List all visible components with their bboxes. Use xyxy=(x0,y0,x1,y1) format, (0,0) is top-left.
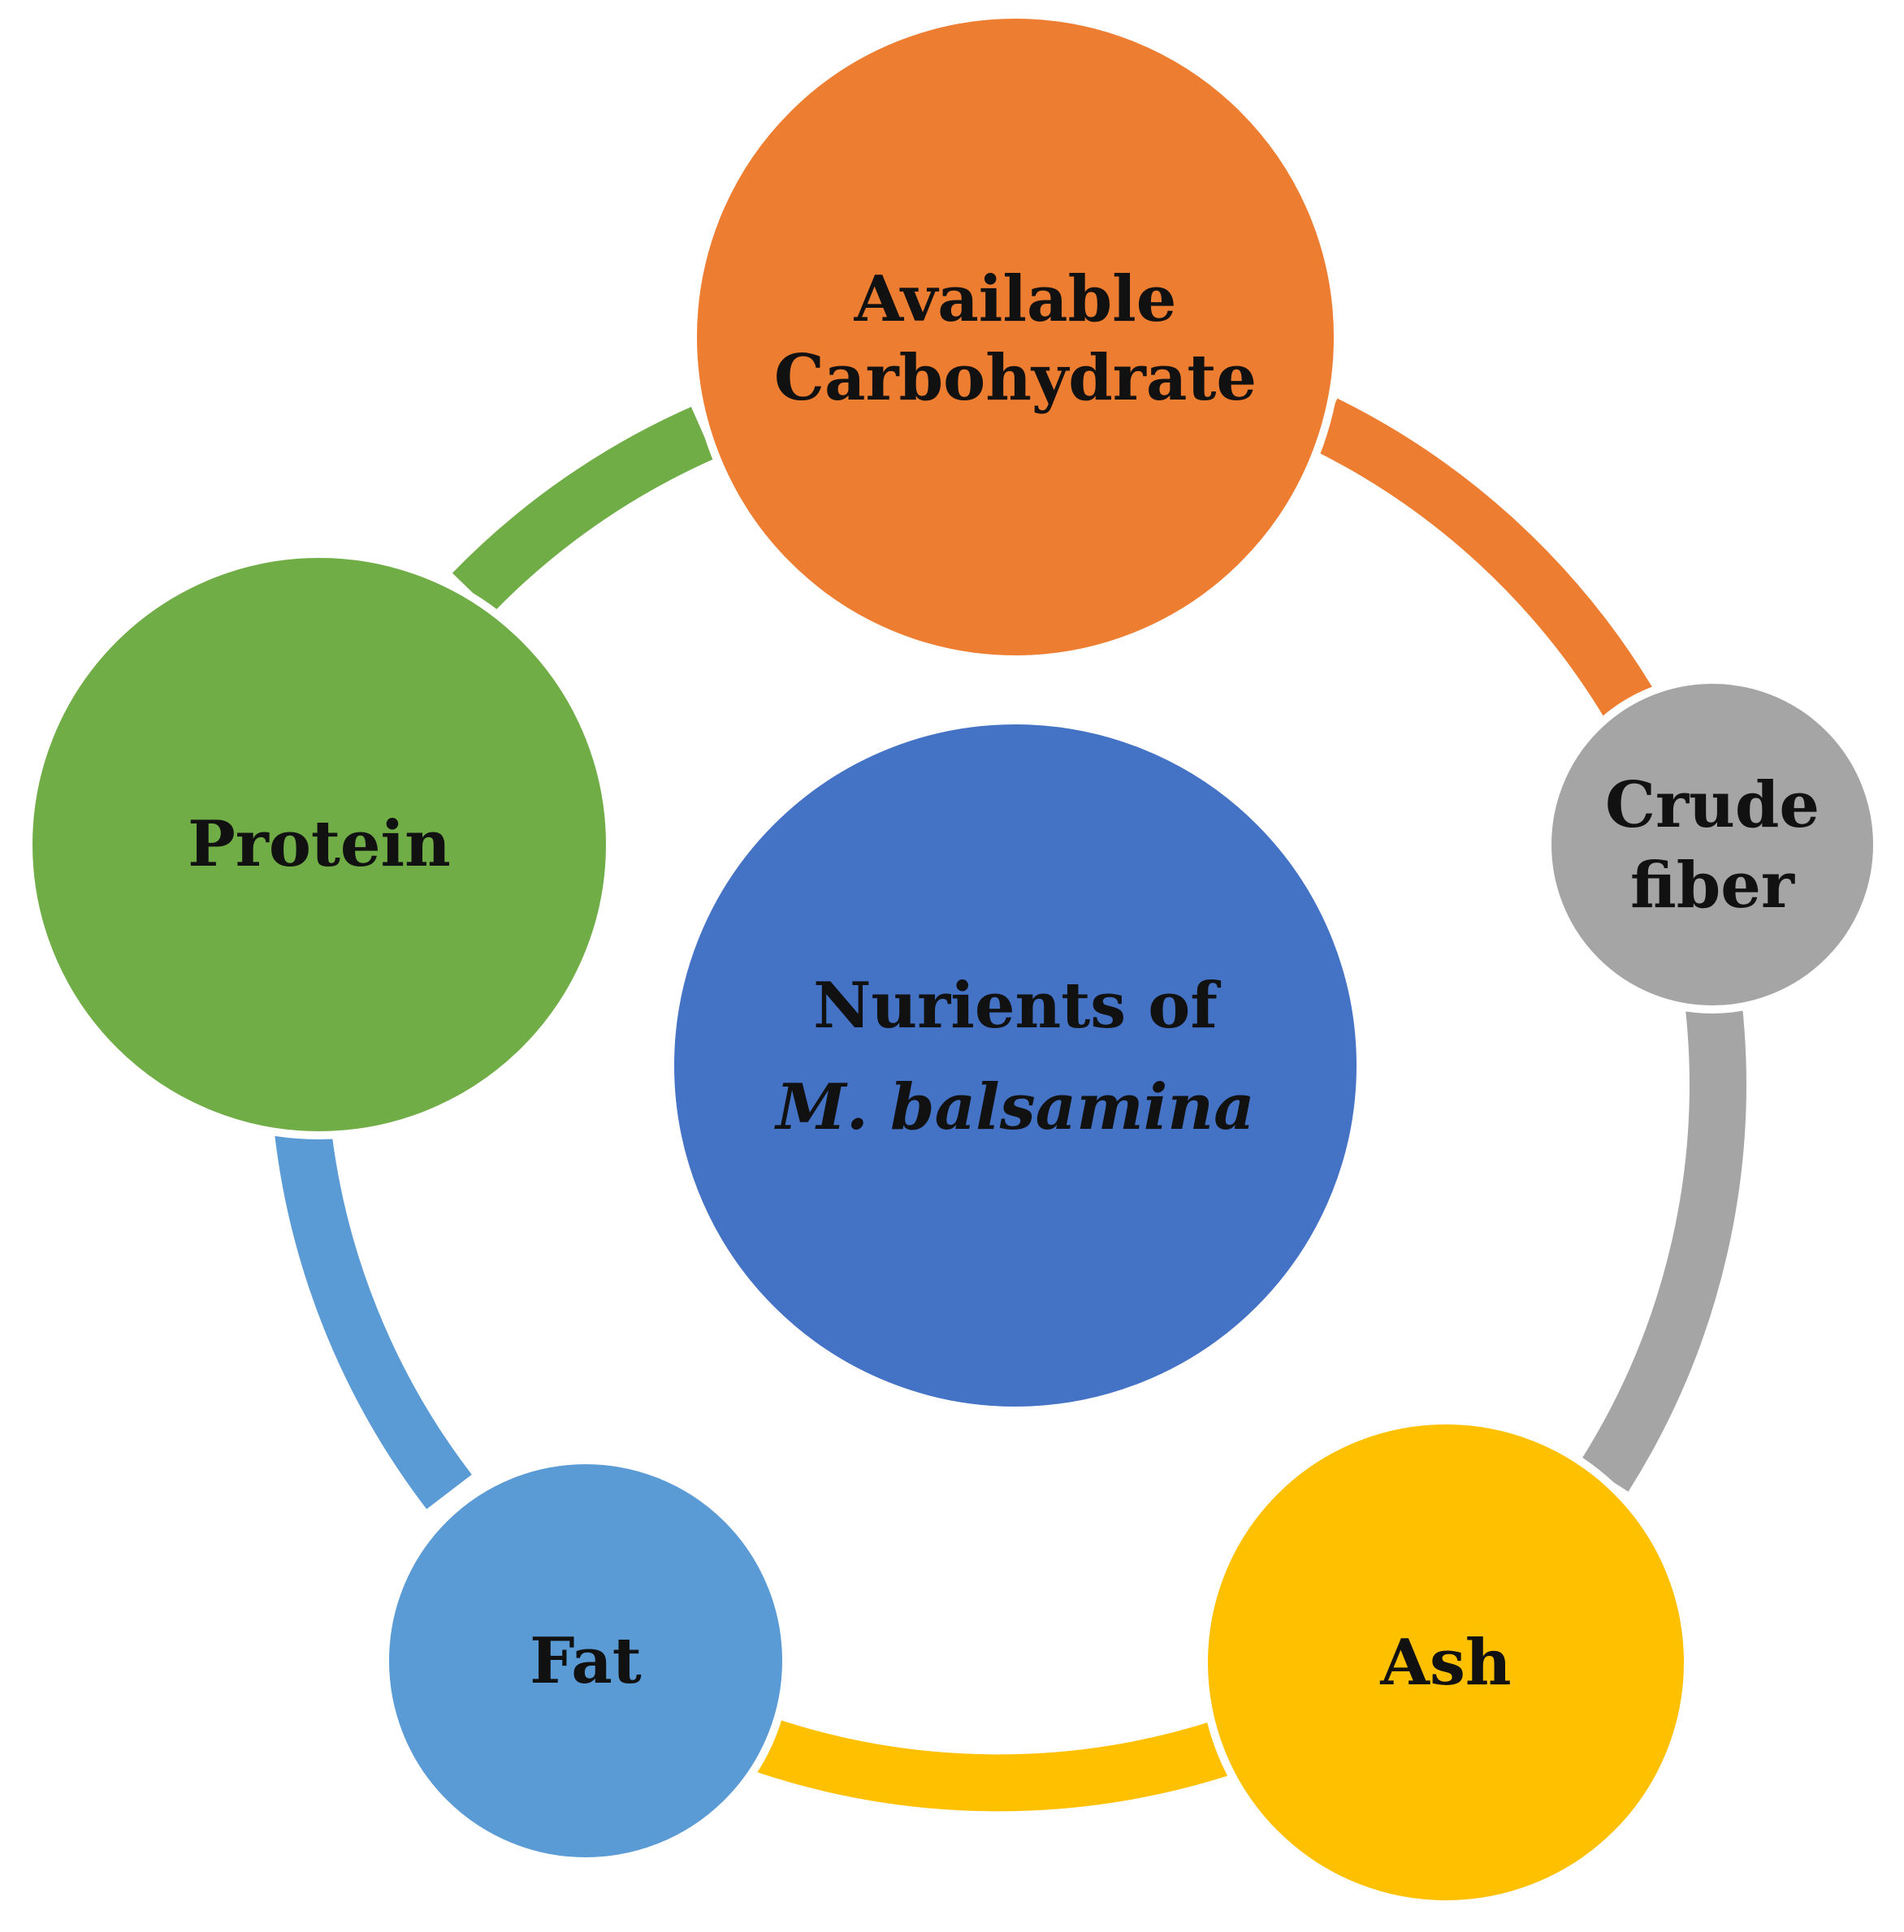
node-label-protein: Protein xyxy=(188,807,451,881)
node-circle-ash xyxy=(1200,1416,1692,1908)
center-node: Nurients of M. balsamina xyxy=(666,716,1365,1415)
node-fat: Fat xyxy=(381,1456,790,1865)
node-crude-fiber: Crude fiber xyxy=(1543,676,1881,1014)
connector-protein-carbohydrate xyxy=(452,406,715,613)
node-label-ash: Ash xyxy=(1379,1626,1511,1700)
node-label-fat: Fat xyxy=(530,1624,642,1698)
node-circle-fat xyxy=(381,1456,790,1865)
node-circle-carbohydrate xyxy=(689,11,1342,663)
center-circle xyxy=(666,716,1365,1415)
node-ash: Ash xyxy=(1200,1416,1692,1908)
node-available-carbohydrate: Available Carbohydrate xyxy=(689,11,1342,663)
node-label-crude-fiber-line1: Crude xyxy=(1605,768,1820,842)
node-label-crude-fiber-line2: fiber xyxy=(1630,849,1795,923)
node-label-carbohydrate-line2: Carbohydrate xyxy=(774,341,1257,415)
connector-carbohydrate-crude-fiber xyxy=(1312,398,1655,720)
connector-arcs xyxy=(274,398,1746,1812)
node-circle-crude-fiber xyxy=(1543,676,1881,1014)
connector-fat-protein xyxy=(274,1122,472,1510)
center-label-line2: M. balsamina xyxy=(773,1070,1254,1144)
connector-ash-fat xyxy=(754,1717,1234,1812)
node-circle-protein xyxy=(24,550,614,1139)
connector-crude-fiber-ash xyxy=(1580,997,1746,1492)
node-label-carbohydrate-line1: Available xyxy=(854,262,1177,336)
center-label-line1: Nurients of xyxy=(813,969,1221,1043)
node-protein: Protein xyxy=(24,550,614,1139)
